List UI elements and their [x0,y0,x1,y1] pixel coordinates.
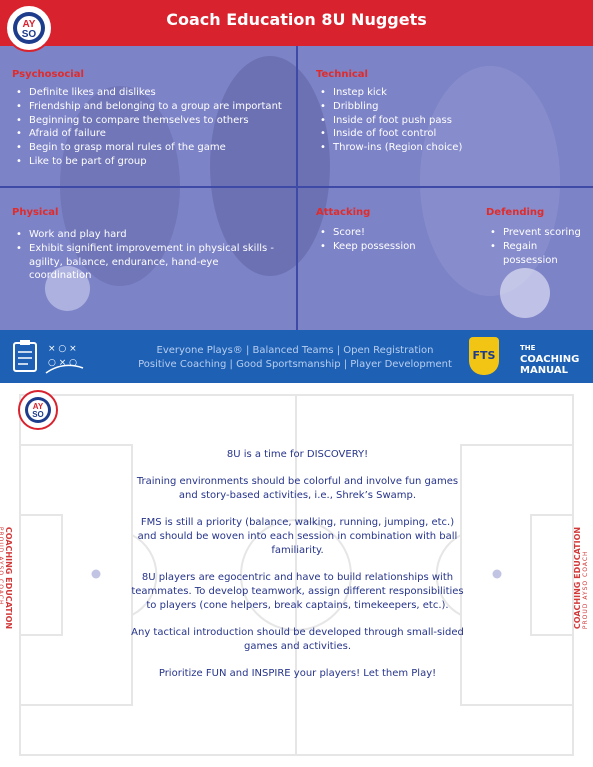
side-label-right: COACHING EDUCATION PROUD AYSO COACH [573,527,589,629]
list-item: Dribbling [318,100,578,114]
side-label-left: COACHING EDUCATION PROUD AYSO COACH [0,527,13,629]
list-item: Work and play hard [14,228,284,242]
svg-text:○ × ○: ○ × ○ [48,358,77,368]
psychosocial-list: Definite likes and dislikesFriendship an… [14,86,294,169]
list-item: Score! [318,226,468,240]
svg-text:AY: AY [23,19,36,30]
coaching-manual-the: THE [520,344,536,352]
body-paragraph-egocentric: 8U players are egocentric and have to bu… [131,572,464,611]
list-item: Throw-ins (Region choice) [318,141,578,155]
list-item: Definite likes and dislikes [14,86,294,100]
defending-heading: Defending [486,207,545,218]
list-item: Beginning to compare themselves to other… [14,114,294,128]
attacking-list: Score!Keep possession [318,226,468,254]
body-paragraph-prioritize: Prioritize FUN and INSPIRE your players!… [158,668,437,680]
body-paragraph-tactical: Any tactical introduction should be deve… [131,627,464,652]
footer-band: × ○ × ○ × ○ [0,330,593,383]
page-title: Coach Education 8U Nuggets [166,10,427,29]
technical-heading: Technical [316,69,368,80]
list-item: Exhibit signifient improvement in physic… [14,242,284,283]
physical-heading: Physical [12,207,59,218]
defending-list: Prevent scoringRegain possession [488,226,593,267]
ayso-logo: AY SO [5,4,53,52]
tactics-board-icon: × ○ × ○ × ○ [13,340,84,374]
coaching-manual-coaching: COACHING [520,354,580,365]
soccer-field-icon [19,394,574,756]
list-item: Regain possession [488,240,593,268]
side-label-right-subtitle: PROUD AYSO COACH [582,550,590,630]
fts-logo: FTS [469,337,499,375]
grid-divider-vertical [296,46,298,330]
back-side [0,383,593,767]
list-item: Afraid of failure [14,127,294,141]
svg-text:SO: SO [32,410,44,419]
list-item: Inside of foot push pass [318,114,578,128]
coaching-manual-logo: THE COACHING MANUAL [520,343,582,376]
list-item: Instep kick [318,86,578,100]
body-text: 8U is a time for DISCOVERY! Training env… [130,448,465,695]
attacking-heading: Attacking [316,207,371,218]
body-paragraph-fms: FMS is still a priority (balance, walkin… [137,517,458,556]
ayso-logo-bottom-icon: AY SO [25,397,51,423]
list-item: Inside of foot control [318,127,578,141]
list-item: Friendship and belonging to a group are … [14,100,294,114]
technical-list: Instep kickDribblingInside of foot push … [318,86,578,155]
side-label-left-title: COACHING EDUCATION [4,526,14,630]
physical-list: Work and play hardExhibit signifient imp… [14,228,284,283]
svg-text:SO: SO [22,29,37,40]
svg-text:× ○ ×: × ○ × [48,344,77,354]
list-item: Keep possession [318,240,468,254]
front-side: Coach Education 8U Nuggets AY SO Psychos… [0,0,593,383]
footer-values-line1: Everyone Plays® | Balanced Teams | Open … [156,345,434,356]
side-label-right-title: COACHING EDUCATION [573,526,583,630]
psychosocial-heading: Psychosocial [12,69,84,80]
coaching-manual-manual: MANUAL [520,365,568,376]
header-bar: Coach Education 8U Nuggets [0,0,593,46]
list-item: Like to be part of group [14,155,294,169]
list-item: Begin to grasp moral rules of the game [14,141,294,155]
ayso-logo-icon: AY SO [13,12,45,44]
ayso-logo-bottom: AY SO [18,390,58,430]
body-paragraph-discovery: 8U is a time for DISCOVERY! [226,449,369,460]
footer-values-line2: Positive Coaching | Good Sportsmanship |… [138,359,452,370]
body-paragraph-training: Training environments should be colorful… [136,476,459,502]
svg-text:AY: AY [33,402,44,411]
soccer-ball-right [500,268,550,318]
list-item: Prevent scoring [488,226,593,240]
